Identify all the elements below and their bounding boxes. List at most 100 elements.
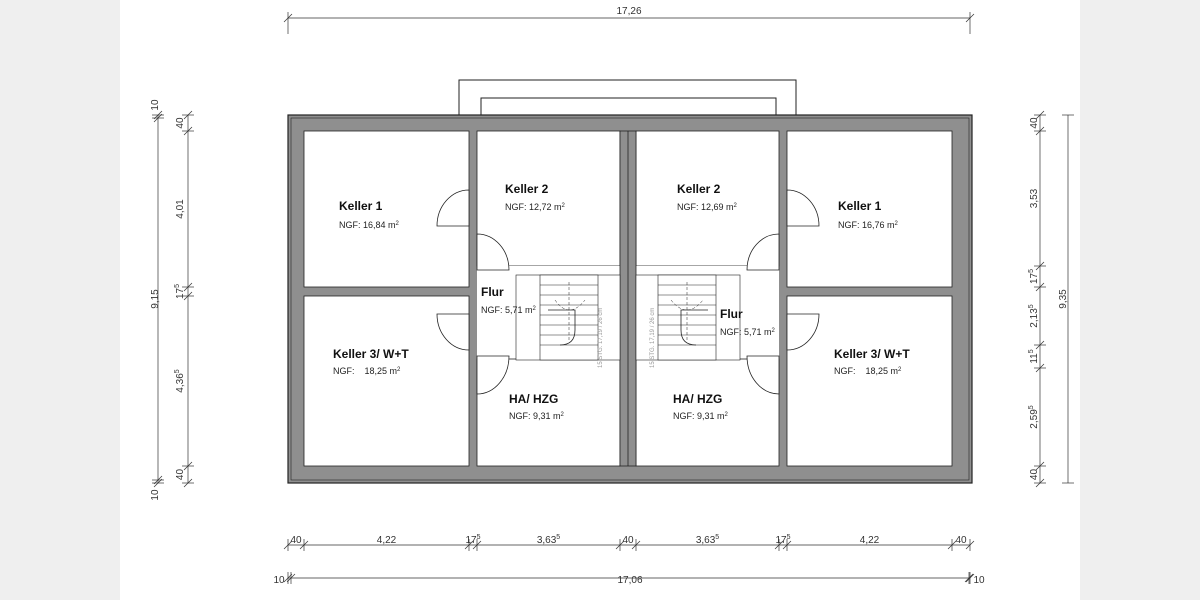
dim-right-inner-label-6: 40	[1029, 469, 1040, 481]
dim-bottom-1-label-4: 40	[622, 535, 634, 546]
room-keller2-left	[476, 130, 621, 267]
label-hzg-left-area: NGF: 9,31 m2	[509, 411, 565, 421]
dim-bottom-1-mark-4	[615, 540, 625, 550]
label-keller1-right-area: NGF: 16,76 m2	[838, 220, 899, 230]
dim-right-inner-mark-2	[1035, 261, 1045, 271]
dim-bottom-2-mark-2	[964, 573, 974, 583]
dim-left-inner-label-4: 40	[175, 469, 186, 481]
dim-bottom-1-label-8: 40	[955, 535, 967, 546]
dim-right-inner-label-2: 175	[1028, 269, 1040, 284]
label-keller3-left-area: NGF: 18,25 m2	[333, 366, 401, 376]
label-flur-right-area: NGF: 5,71 m2	[720, 327, 776, 337]
dim-right-inner-label-5: 2,595	[1028, 405, 1040, 428]
stair-right-label: 15 STG. 17,19 / 26 cm	[650, 308, 656, 368]
label-keller2-left-area: NGF: 12,72 m2	[505, 202, 566, 212]
right-page-margin	[1080, 0, 1200, 600]
label-keller3-right-area: NGF: 18,25 m2	[834, 366, 902, 376]
dim-right-inner-mark-4	[1035, 340, 1045, 350]
label-keller2-right-area: NGF: 12,69 m2	[677, 202, 738, 212]
door-flur-right-top	[746, 233, 780, 271]
door-keller3-left	[436, 313, 470, 351]
stair-left: 15 STG. 17,19 / 26 cm	[515, 274, 621, 368]
room-keller2-right	[635, 130, 780, 267]
dim-right-inner-mark-3	[1035, 282, 1045, 292]
dim-left-inner-mark-4	[183, 461, 193, 471]
dim-left-outer-label-0: 10	[150, 99, 161, 111]
dim-left-inner-mark-3	[183, 291, 193, 301]
label-keller3-left-name: Keller 3/ W+T	[333, 347, 409, 361]
dim-bottom-1-label-2: 175	[465, 534, 480, 546]
dim-bottom-1-mark-8	[947, 540, 957, 550]
dim-bottom-2-label-0: 10	[273, 575, 285, 586]
dim-left-outer-label-2: 10	[150, 489, 161, 501]
dim-left-inner-label-3: 4,365	[174, 369, 186, 392]
dim-right-inner-label-4: 115	[1028, 349, 1040, 363]
dim-bottom-2-label-2: 10	[973, 575, 985, 586]
dim-left-outer-mark-3	[153, 478, 163, 488]
dim-bottom-2-mark-1	[286, 573, 296, 583]
dim-bottom-1-label-6: 175	[775, 534, 790, 546]
dim-bottom-1-mark-5	[631, 540, 641, 550]
dim-bottom-1-mark-1	[299, 540, 309, 550]
dimension-top	[283, 12, 975, 34]
entrance-canopy	[458, 79, 797, 117]
dim-bottom-1-label-1: 4,22	[377, 535, 397, 546]
dim-left-outer-label-1: 9,15	[150, 289, 161, 309]
dim-left-inner-mark-1	[183, 126, 193, 136]
label-hzg-left-name: HA/ HZG	[509, 392, 558, 406]
dim-right-inner-label-1: 3,53	[1029, 188, 1040, 208]
dim-left-inner-label-2: 175	[174, 284, 186, 299]
room-labels: Keller 1 NGF: 16,84 m2 Keller 2 NGF: 12,…	[333, 182, 910, 421]
dim-bottom-1-label-0: 40	[290, 535, 302, 546]
dim-bottom-2-mark-3	[965, 573, 975, 583]
dim-right-inner-mark-0	[1035, 110, 1045, 120]
party-wall	[619, 130, 637, 467]
stair-right: 15 STG. 17,19 / 26 cm	[635, 274, 741, 368]
label-keller1-left-name: Keller 1	[339, 199, 383, 213]
door-flur-left-top	[476, 233, 510, 271]
dim-right-inner-mark-7	[1035, 478, 1045, 488]
dim-right-outer-label: 9,35	[1058, 289, 1069, 309]
dim-right-inner-label-0: 40	[1029, 117, 1040, 129]
label-keller2-right-name: Keller 2	[677, 182, 721, 196]
dim-bottom-1-mark-7	[782, 540, 792, 550]
label-hzg-right-name: HA/ HZG	[673, 392, 722, 406]
dim-bottom-1-mark-9	[965, 540, 975, 550]
label-hzg-right-area: NGF: 9,31 m2	[673, 411, 729, 421]
door-keller3-right	[786, 313, 820, 351]
dim-right-inner-mark-1	[1035, 126, 1045, 136]
dim-left-inner-mark-2	[183, 282, 193, 292]
dim-left-outer-mark-1	[153, 113, 163, 123]
label-flur-right-name: Flur	[720, 307, 743, 321]
dim-right-inner-mark-6	[1035, 461, 1045, 471]
dim-left-inner-label-1: 4,01	[175, 199, 186, 219]
dim-left-inner-mark-5	[183, 478, 193, 488]
dim-bottom-2-label-1: 17,06	[617, 575, 642, 586]
dim-top-overall: 17,26	[616, 6, 641, 17]
dim-bottom-1-mark-3	[472, 540, 482, 550]
dim-bottom-1-label-7: 4,22	[860, 535, 880, 546]
exterior-wall-inner-line	[290, 117, 970, 481]
dim-left-inner-mark-0	[183, 110, 193, 120]
door-keller1-left	[436, 189, 470, 227]
stair-left-label: 15 STG. 17,19 / 26 cm	[598, 308, 604, 368]
doors	[436, 189, 820, 395]
dim-left-inner-label-0: 40	[175, 117, 186, 129]
dim-bottom-1-mark-0	[283, 540, 293, 550]
label-keller1-right-name: Keller 1	[838, 199, 882, 213]
dim-right-inner-mark-5	[1035, 363, 1045, 373]
label-keller2-left-name: Keller 2	[505, 182, 549, 196]
label-keller1-left-area: NGF: 16,84 m2	[339, 220, 400, 230]
left-page-margin	[0, 0, 120, 600]
door-hzg-left	[476, 355, 510, 395]
dim-bottom-1-mark-2	[464, 540, 474, 550]
dim-right-inner-label-3: 2,135	[1028, 304, 1040, 327]
label-flur-left-area: NGF: 5,71 m2	[481, 305, 537, 315]
label-flur-left-name: Flur	[481, 285, 504, 299]
dim-bottom-1-label-3: 3,635	[537, 534, 560, 546]
dim-bottom-1-mark-6	[774, 540, 784, 550]
door-hzg-right	[746, 355, 780, 395]
label-keller3-right-name: Keller 3/ W+T	[834, 347, 910, 361]
